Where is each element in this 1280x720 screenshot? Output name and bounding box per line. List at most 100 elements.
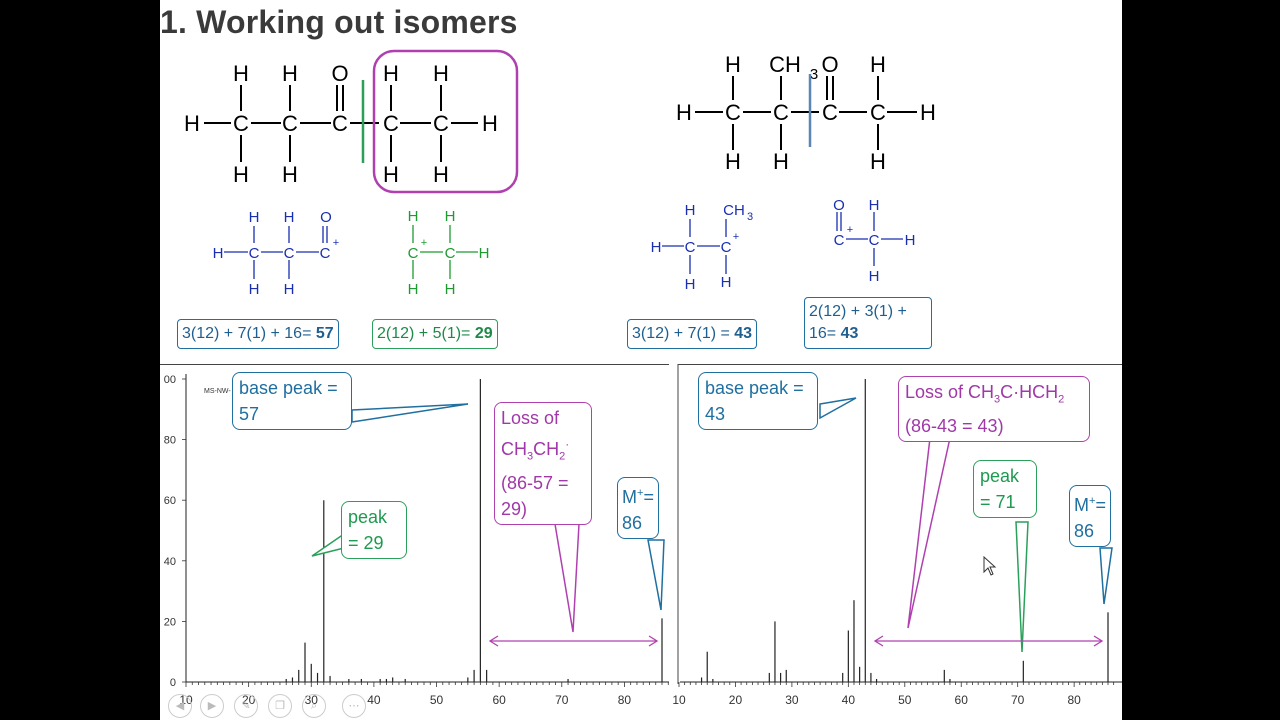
callout-loss-propyl: Loss of CH3C·HCH2 (86-43 = 43) (898, 376, 1090, 442)
molecule-left: H H O H H H C C C C C H H H H H (184, 49, 519, 194)
atom: C (834, 232, 845, 249)
atom: O (331, 61, 348, 86)
atom: H (383, 61, 399, 86)
atom: O (320, 209, 332, 226)
atom: O (833, 197, 845, 214)
atom: H (482, 111, 498, 136)
calc-43-isopropyl: 3(12) + 7(1) = 43 (627, 319, 758, 349)
spectrum-label: MS-NW- (204, 388, 231, 395)
atom: H (233, 162, 249, 187)
x-tick-label: 10 (672, 693, 686, 707)
atom: H (408, 208, 419, 225)
fragment-43-isopropyl: H CH 3 H C C + H H (651, 202, 753, 293)
charge: + (421, 237, 427, 249)
play-icon[interactable]: ▶ (200, 694, 224, 718)
atom: H (433, 162, 449, 187)
callout-molecular-ion-right: M+= 86 (1069, 485, 1111, 547)
atom: C (869, 232, 880, 249)
atom: H (721, 274, 732, 291)
atom: H (433, 61, 449, 86)
atom: C (320, 245, 331, 262)
back-icon[interactable]: ◀ (168, 694, 192, 718)
atom: H (249, 209, 260, 226)
y-tick-label: 20 (164, 616, 176, 628)
atom: H (479, 245, 490, 262)
atom: C (822, 100, 838, 125)
charge: + (733, 231, 739, 243)
atom: H (725, 52, 741, 77)
more-icon[interactable]: ⋯ (342, 694, 366, 718)
x-tick-label: 30 (785, 693, 799, 707)
calc-43-acetyl: 2(12) + 3(1) + 16= 43 (804, 297, 932, 349)
structures-diagram: H H O H H H C C C C C H H H H H (184, 49, 936, 298)
pointer-peak29 (311, 532, 345, 557)
atom: C (721, 239, 732, 256)
atom: H (445, 281, 456, 298)
atom: H (282, 61, 298, 86)
y-tick-label: 60 (164, 495, 176, 507)
x-tick-label: 60 (492, 693, 506, 707)
atom: C (408, 245, 419, 262)
atom: C (383, 111, 399, 136)
atom: C (284, 245, 295, 262)
copy-icon[interactable]: ❐ (268, 694, 292, 718)
atom: H (213, 245, 224, 262)
pointer-base-peak-left (351, 403, 469, 423)
pen-icon[interactable]: ✎ (234, 694, 258, 718)
annotation-pointers (311, 397, 1113, 653)
peaks (285, 379, 663, 682)
y-tick-label: 00 (164, 374, 176, 386)
atom: CH (769, 52, 801, 77)
callout-peak-71: peak = 71 (973, 460, 1037, 518)
charge: + (847, 224, 853, 236)
calc-29: 2(12) + 5(1)= 29 (372, 319, 498, 349)
molecule-right: H CH 3 O H H C C C C H H H H (676, 52, 936, 174)
atom: C (725, 100, 741, 125)
atom: C (233, 111, 249, 136)
x-tick-label: 70 (1011, 693, 1025, 707)
atom: H (870, 52, 886, 77)
callout-base-peak-43: base peak = 43 (698, 372, 818, 430)
atom: H (383, 162, 399, 187)
pointer-loss-right (907, 437, 951, 629)
y-tick-label: 80 (164, 435, 176, 447)
pointer-mplus-right (1099, 547, 1113, 605)
peaks (700, 379, 1109, 682)
x-tick-label: 40 (842, 693, 856, 707)
x-tick-label: 60 (955, 693, 969, 707)
callout-peak-29: peak = 29 (341, 501, 407, 559)
calc-57: 3(12) + 7(1) + 16= 57 (177, 319, 339, 349)
atom: H (284, 209, 295, 226)
pointer-base-peak-right (819, 397, 857, 420)
slide-title: 1. Working out isomers (160, 4, 518, 40)
atom: C (870, 100, 886, 125)
ethyl-highlight-box (372, 49, 519, 194)
atom: H (869, 268, 880, 285)
atom: H (284, 281, 295, 298)
atom: 3 (747, 211, 753, 223)
callout-base-peak-57: base peak = 57 (232, 372, 352, 430)
y-tick-label: 0 (170, 677, 176, 689)
x-tick-label: 50 (898, 693, 912, 707)
fragment-29: H H C + C H H H (408, 208, 490, 298)
zoom-icon[interactable]: ⌕ (302, 694, 326, 718)
atom: H (184, 111, 200, 136)
atom: H (773, 149, 789, 174)
atom: H (676, 100, 692, 125)
atom: H (905, 232, 916, 249)
atom: O (821, 52, 838, 77)
mouse-cursor-icon (983, 556, 997, 576)
atom: CH (723, 202, 745, 219)
atom: H (651, 239, 662, 256)
slide: 1. Working out isomers H H O H H H C C C… (160, 0, 1122, 720)
x-tick-label: 50 (430, 693, 444, 707)
atom: 3 (810, 66, 818, 83)
fragment-43-acetyl: O H C + C H H (833, 197, 915, 285)
pointer-peak71 (1015, 521, 1029, 653)
atom: C (282, 111, 298, 136)
x-tick-label: 70 (555, 693, 569, 707)
atom: H (920, 100, 936, 125)
